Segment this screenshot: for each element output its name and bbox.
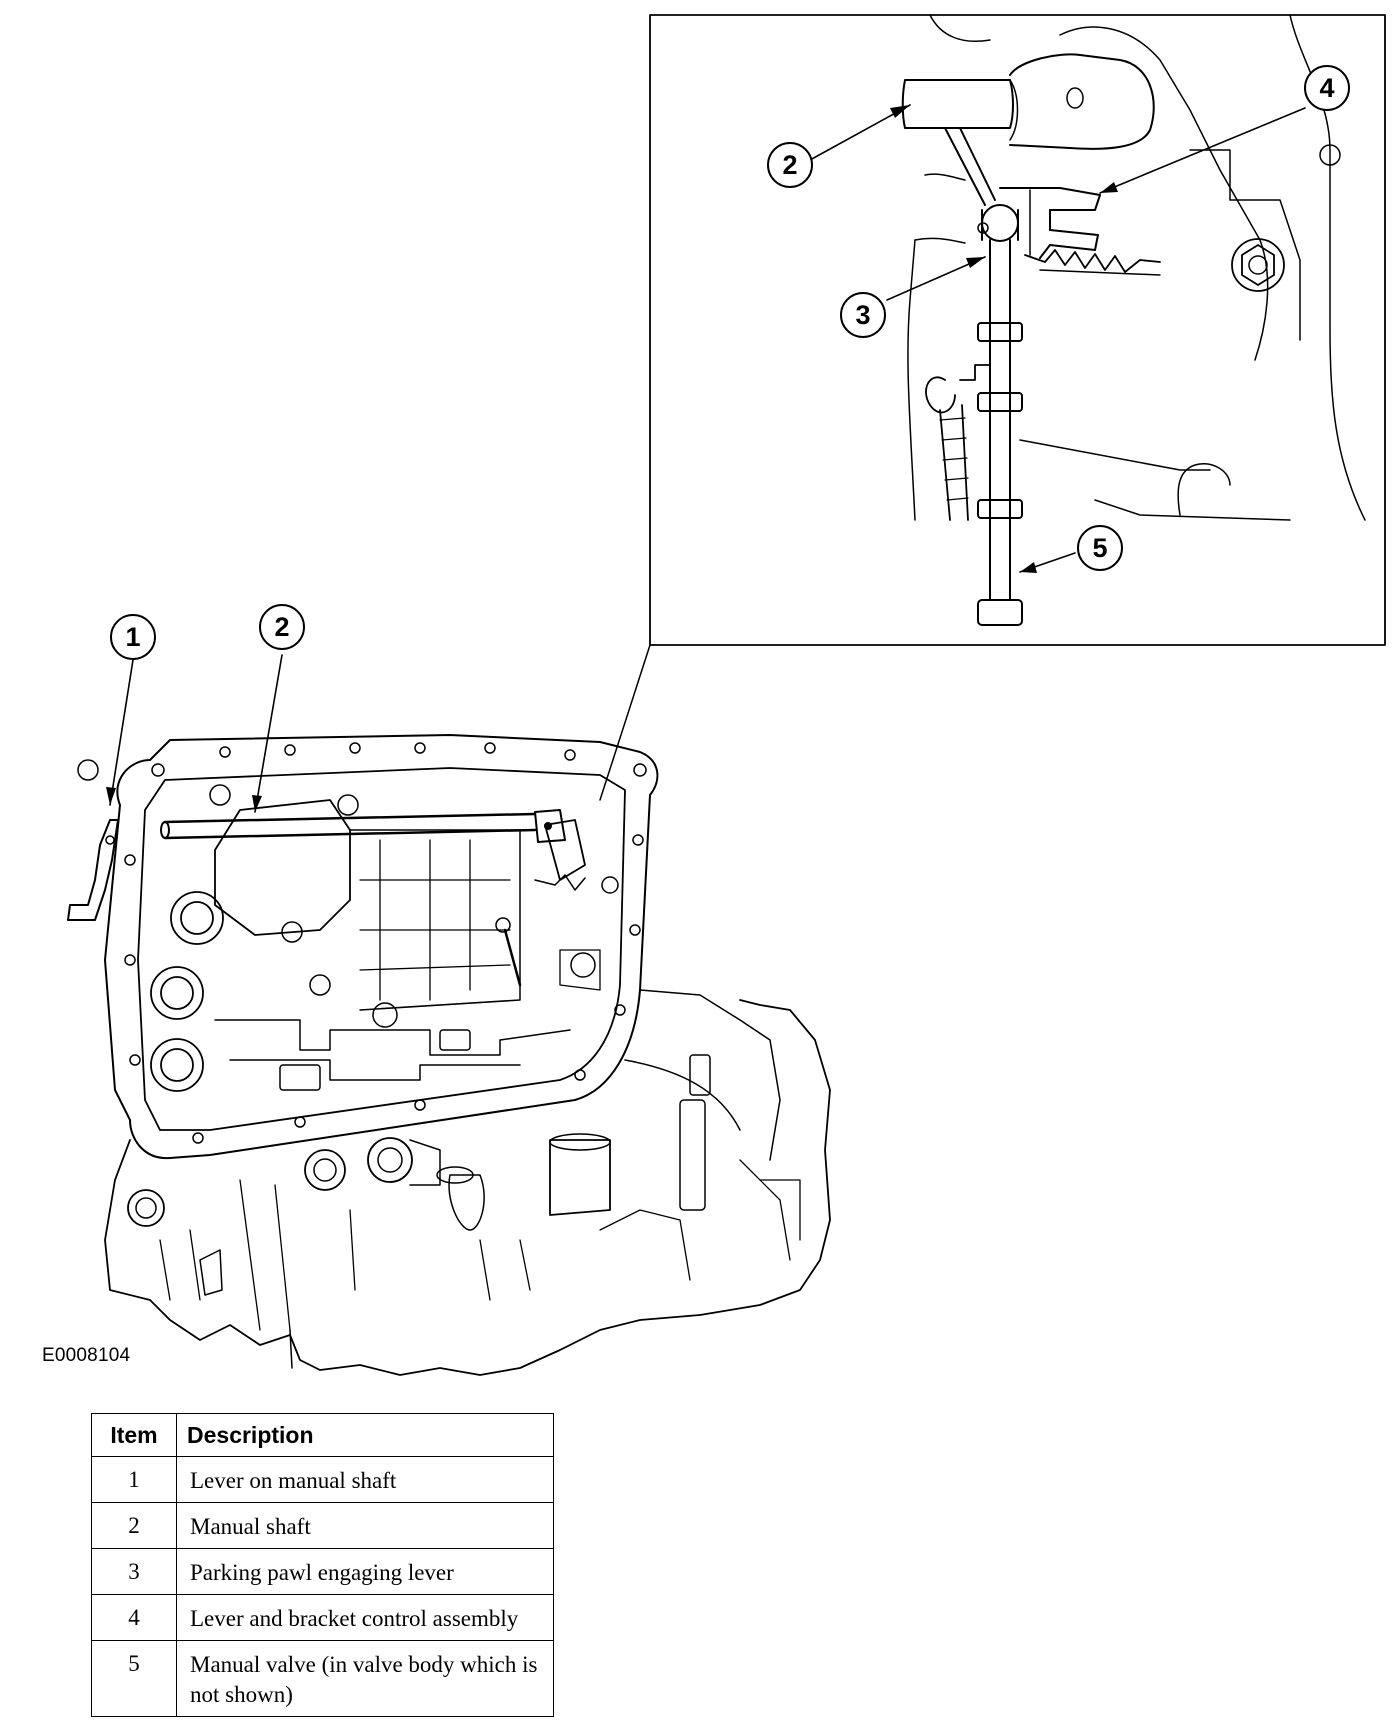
callout-inset-4: 4 (1304, 65, 1350, 111)
legend-row: 1 Lever on manual shaft (91, 1456, 554, 1503)
legend-item-number: 2 (91, 1502, 177, 1549)
legend-item-number: 5 (91, 1640, 177, 1717)
legend-row: 2 Manual shaft (91, 1502, 554, 1549)
legend-item-description: Parking pawl engaging lever (176, 1548, 554, 1595)
legend-item-description: Lever on manual shaft (176, 1456, 554, 1503)
callout-inset-3-label: 3 (855, 300, 870, 330)
callout-inset-4-label: 4 (1319, 73, 1334, 103)
legend-item-number: 4 (91, 1594, 177, 1641)
legend-item-number: 1 (91, 1456, 177, 1503)
callout-main-2-label: 2 (274, 612, 289, 642)
callout-inset-5-label: 5 (1092, 533, 1107, 563)
manual-shaft (163, 812, 537, 840)
callout-main-2: 2 (259, 604, 305, 650)
legend-row: 5 Manual valve (in valve body which is n… (91, 1640, 554, 1717)
detail-inset (649, 14, 1386, 646)
callout-inset-5: 5 (1077, 525, 1123, 571)
legend-row: 4 Lever and bracket control assembly (91, 1594, 554, 1641)
callout-main-1-label: 1 (125, 622, 140, 652)
figure-id-label: E0008104 (42, 1345, 131, 1366)
callout-inset-3: 3 (840, 292, 886, 338)
legend-item-description: Manual shaft (176, 1502, 554, 1549)
legend-header-description: Description (176, 1413, 554, 1457)
legend-item-number: 3 (91, 1548, 177, 1595)
legend-table: Item Description 1 Lever on manual shaft… (91, 1413, 554, 1717)
legend-item-description: Manual valve (in valve body which is not… (176, 1640, 554, 1717)
transmission-diagram: 1 2 2 3 4 5 (67, 14, 1386, 1376)
transmission-case (67, 654, 831, 1376)
legend-item-description: Lever and bracket control assembly (176, 1594, 554, 1641)
inset-frame (649, 14, 1386, 646)
detail-connector-line (599, 644, 651, 801)
legend-header-row: Item Description (91, 1413, 554, 1457)
callout-inset-2-label: 2 (782, 150, 797, 180)
legend-row: 3 Parking pawl engaging lever (91, 1548, 554, 1595)
callout-inset-2: 2 (767, 142, 813, 188)
callout-main-1: 1 (110, 614, 156, 660)
lever-on-manual-shaft (67, 819, 119, 921)
legend-header-item: Item (91, 1413, 177, 1457)
